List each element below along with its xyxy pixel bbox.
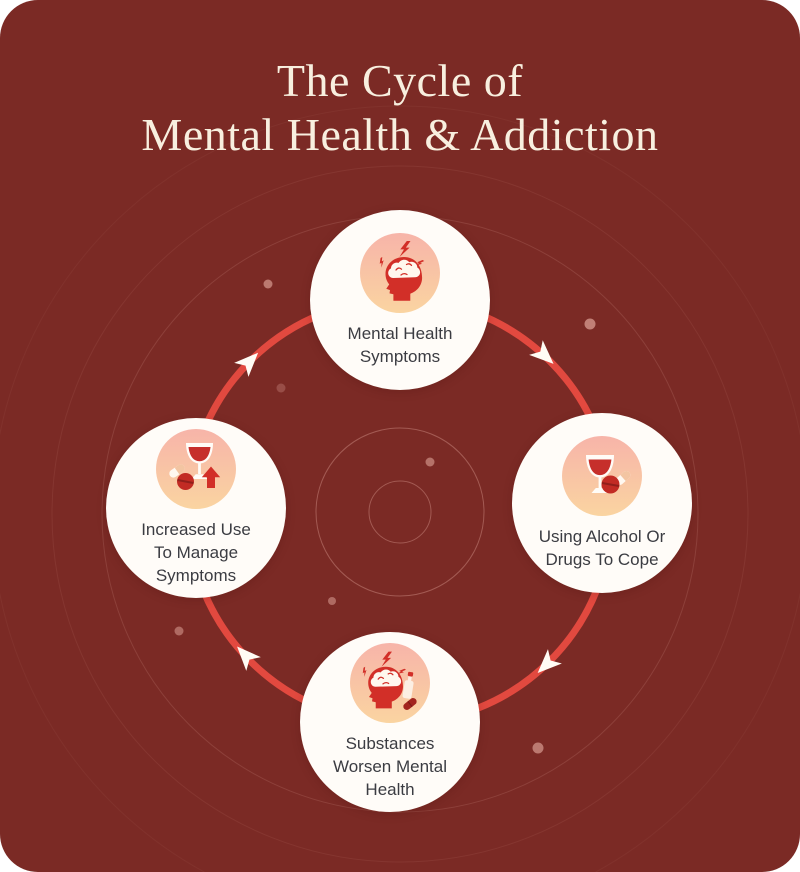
node-label: Increased Use To Manage Symptoms (141, 520, 251, 585)
cycle-node-increased-use: Increased Use To Manage Symptoms (106, 418, 286, 598)
tablet-glyph (177, 473, 194, 490)
background-ring (368, 480, 432, 544)
wine-glass-glyph (586, 454, 614, 493)
decorative-dot (174, 626, 184, 636)
title-line-1: The Cycle of (276, 55, 524, 106)
decorative-dot (425, 457, 435, 467)
bottle-glyph (402, 671, 414, 699)
capsule-glyph (169, 464, 185, 478)
decorative-dots (174, 279, 596, 754)
wine-glass-pills-up-arrow-icon (156, 429, 236, 509)
title-line-2: Mental Health & Addiction (141, 109, 659, 161)
cycle-arrow-bottom-left-icon (237, 646, 261, 671)
node-label: Using Alcohol Or Drugs To Cope (538, 526, 666, 569)
capsule-glyph (615, 470, 631, 485)
wine-glass-glyph (186, 443, 213, 479)
decorative-dot (584, 318, 596, 330)
cycle-node-substances-worsen-mental-health: Substances Worsen Mental Health (300, 632, 480, 812)
decorative-dot (532, 742, 544, 754)
decorative-dot (276, 383, 286, 393)
tablet-glyph (601, 475, 620, 493)
background-ring (315, 427, 485, 597)
node-label: Mental Health Symptoms (347, 323, 453, 366)
up-arrow-glyph (201, 466, 221, 488)
node-label: Substances Worsen Mental Health (332, 734, 447, 799)
cycle-arrow-top-left-icon (234, 352, 259, 377)
cycle-arrowheads (234, 340, 562, 674)
cycle-arrow-bottom-right-icon (537, 649, 562, 674)
page-title: The Cycle of Mental Health & Addiction (0, 54, 800, 163)
stressed-head-glyph (362, 651, 407, 709)
background-ring (0, 105, 800, 872)
wine-glass-pills-icon (562, 435, 642, 516)
decorative-dot (328, 597, 336, 605)
cycle-node-mental-health-symptoms: Mental Health Symptoms (310, 210, 490, 390)
dark-capsule-glyph (403, 698, 417, 710)
cycle-node-using-alcohol-or-drugs: Using Alcohol Or Drugs To Cope (512, 413, 692, 593)
decorative-dot (263, 279, 273, 289)
background-ring (51, 165, 749, 863)
cycle-arrow-top-right-icon (529, 340, 554, 364)
stressed-mind-icon (360, 232, 440, 313)
mind-with-bottle-pill-icon (350, 643, 430, 723)
